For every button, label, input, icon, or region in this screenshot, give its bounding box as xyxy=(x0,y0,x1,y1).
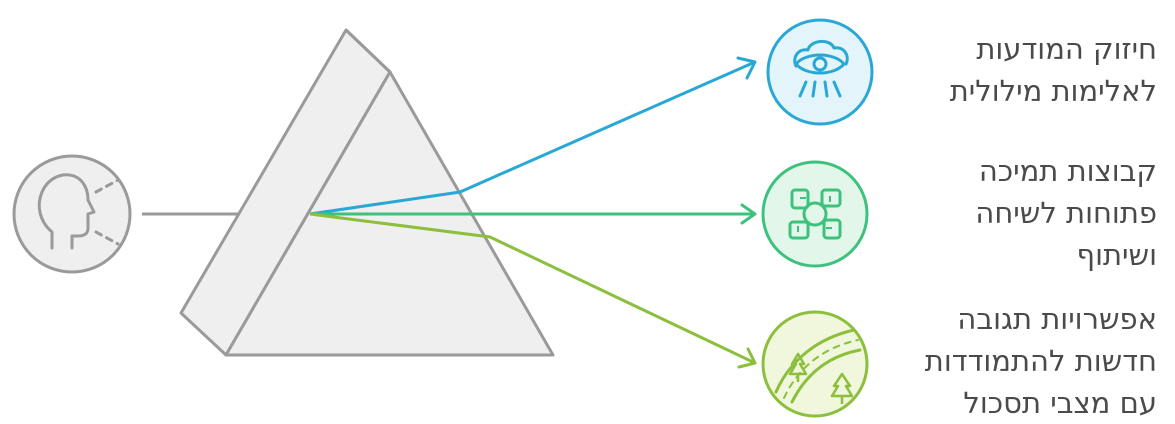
prism xyxy=(179,28,555,357)
label-line: ושיתוף xyxy=(1076,238,1157,272)
label-line: עם מצבי תסכול xyxy=(963,386,1157,420)
hands-circle-icon xyxy=(761,160,869,268)
label-line: פתוחות לשיחה xyxy=(975,196,1157,230)
eye-cloud-icon xyxy=(766,18,874,126)
label-line: אפשרויות תגובה xyxy=(957,302,1157,336)
label-response: אפשרויות תגובה חדשות להתמודדות עם מצבי ת… xyxy=(925,298,1157,424)
label-support: קבוצות תמיכה פתוחות לשיחה ושיתוף xyxy=(975,150,1157,276)
beam-awareness xyxy=(309,56,757,216)
beam-response xyxy=(309,212,757,369)
label-line: חיזוק המודעות xyxy=(976,32,1157,66)
beam-support xyxy=(310,203,757,225)
label-line: חדשות להתמודדות xyxy=(924,344,1157,378)
label-awareness: חיזוק המודעות לאלימות מילולית xyxy=(950,28,1157,112)
label-line: לאלימות מילולית xyxy=(949,74,1157,108)
head-speaking-icon xyxy=(12,154,132,274)
label-line: קבוצות תמיכה xyxy=(978,154,1157,188)
road-trees-icon xyxy=(761,310,869,418)
